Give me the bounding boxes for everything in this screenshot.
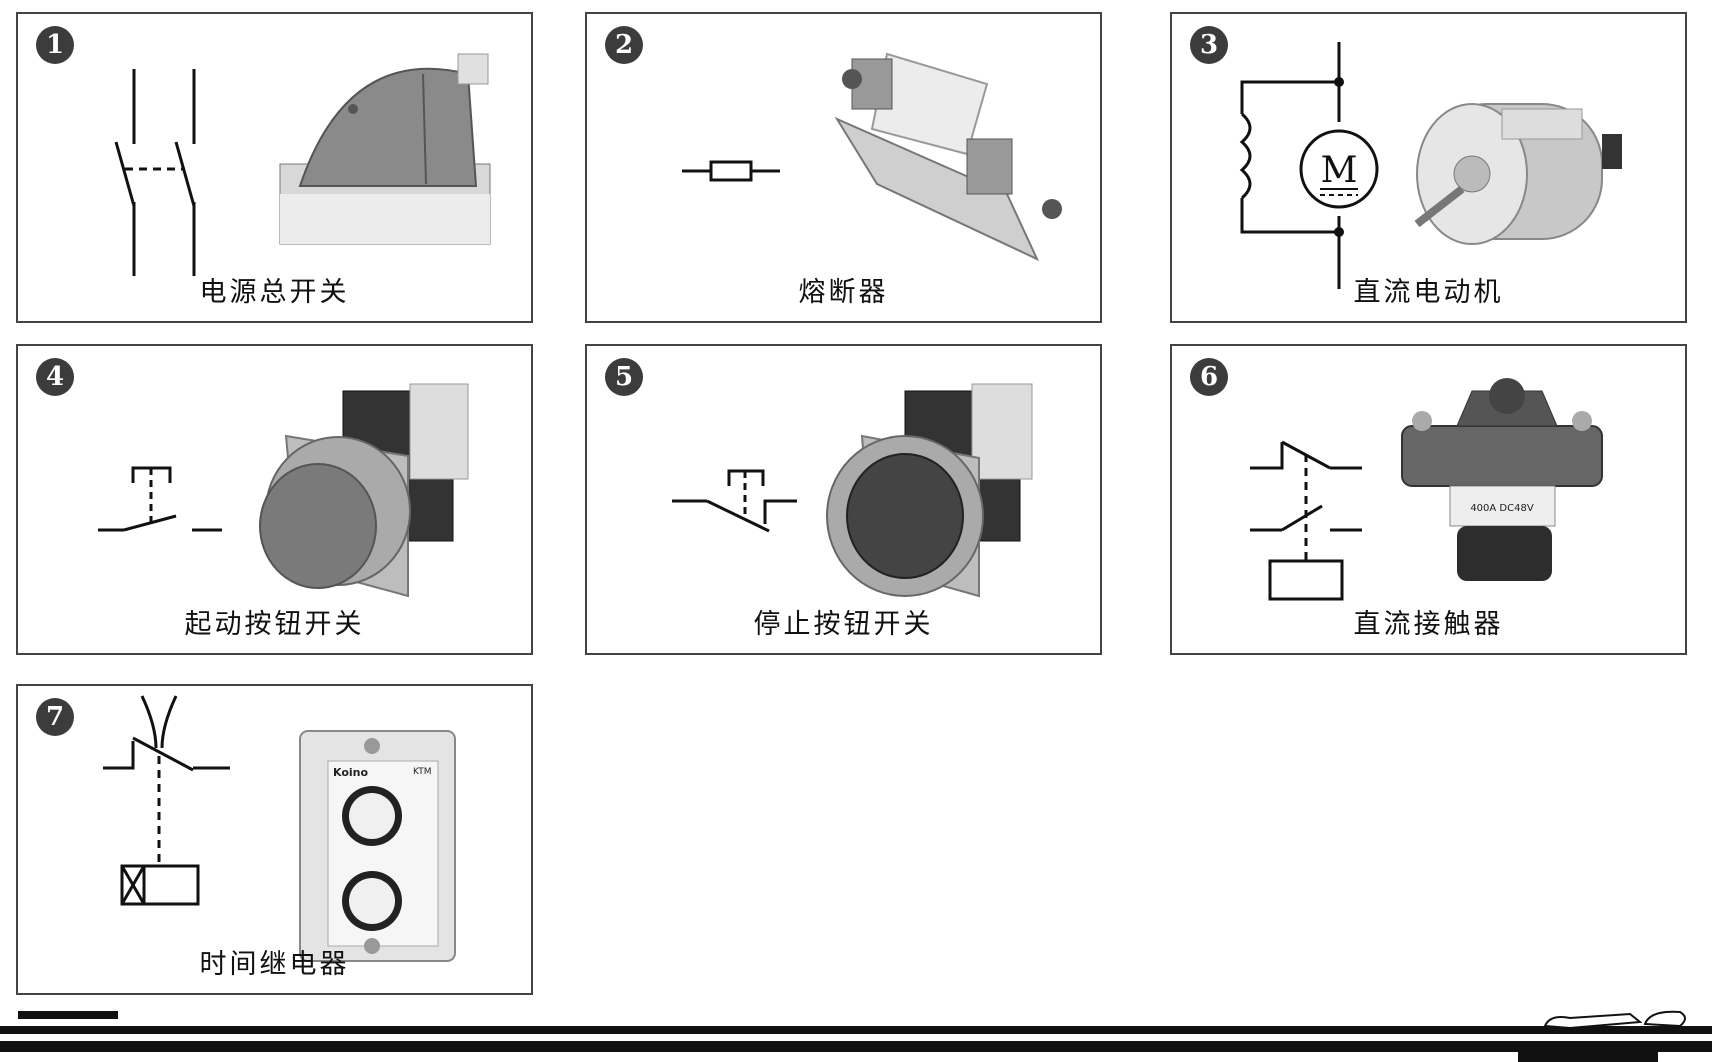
number-badge: 7 bbox=[36, 698, 74, 736]
dc-motor-symbol: M bbox=[1239, 42, 1379, 289]
dc-contactor-photo: 400A DC48V bbox=[1401, 378, 1603, 581]
component-caption: 直流电动机 bbox=[1353, 277, 1504, 308]
footer-corner-block bbox=[1518, 1052, 1658, 1062]
start-button-photo bbox=[259, 383, 469, 598]
footer-bar-top bbox=[0, 1026, 1712, 1034]
component-caption: 停止按钮开关 bbox=[753, 609, 934, 640]
component-caption: 熔断器 bbox=[798, 277, 889, 308]
dc-motor-photo bbox=[1414, 103, 1622, 245]
component-caption: 直流接触器 bbox=[1353, 609, 1504, 640]
number-badge: 6 bbox=[1190, 358, 1228, 396]
start-button-symbol bbox=[98, 466, 222, 532]
footer-pen-decoration bbox=[1543, 1010, 1686, 1030]
main-power-switch-photo bbox=[279, 53, 491, 245]
number-badge: 2 bbox=[605, 26, 643, 64]
fuse-symbol bbox=[682, 160, 780, 182]
number-badge: 1 bbox=[36, 26, 74, 64]
component-caption: 电源总开关 bbox=[199, 277, 350, 308]
time-relay-photo: Koino KTM bbox=[299, 730, 456, 962]
panel-stop-button: 5 停止按钮开关 bbox=[585, 344, 1102, 655]
dc-contactor-symbol bbox=[1250, 440, 1362, 601]
contactor-photo-label: 400A DC48V bbox=[1470, 503, 1534, 514]
motor-letter: M bbox=[1321, 150, 1358, 191]
panel-dc-motor: 3 M 直流电动机 bbox=[1170, 12, 1687, 323]
footer-short-bar bbox=[18, 1011, 118, 1019]
fuse-photo bbox=[834, 52, 1062, 262]
relay-model-label: KTM bbox=[413, 767, 431, 777]
panel-start-button: 4 起动按钮开关 bbox=[16, 344, 533, 655]
number-badge: 3 bbox=[1190, 26, 1228, 64]
number-badge: 5 bbox=[605, 358, 643, 396]
footer-bar-bottom bbox=[0, 1041, 1712, 1052]
time-relay-symbol bbox=[103, 695, 230, 906]
number-badge: 4 bbox=[36, 358, 74, 396]
stop-button-photo bbox=[826, 383, 1033, 598]
panel-fuse: 2 熔断器 bbox=[585, 12, 1102, 323]
panel-main-power-switch: 1 电源总开关 bbox=[16, 12, 533, 323]
component-caption: 起动按钮开关 bbox=[184, 609, 365, 640]
main-power-switch-symbol bbox=[114, 69, 196, 276]
stop-button-symbol bbox=[672, 469, 797, 533]
component-caption: 时间继电器 bbox=[199, 949, 350, 980]
panel-dc-contactor: 6 400A DC48V 直流接触器 bbox=[1170, 344, 1687, 655]
panel-time-relay: 7 Koino KTM 时间继电器 bbox=[16, 684, 533, 995]
relay-brand-label: Koino bbox=[333, 766, 368, 779]
